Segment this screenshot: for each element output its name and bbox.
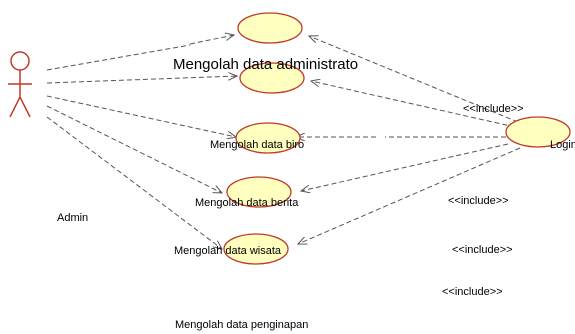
include-dependencies: [296, 36, 521, 244]
usecase-berita-ellipse[interactable]: [226, 176, 292, 208]
assoc-line-top-a: [46, 44, 191, 71]
usecase-top-ellipse[interactable]: [237, 12, 303, 44]
assoc-line-berita: [46, 105, 222, 193]
actor-leg-right: [19, 96, 31, 118]
assoc-line-wisata: [46, 116, 222, 249]
usecase-login-ellipse[interactable]: [505, 116, 571, 148]
admin-actor[interactable]: [8, 51, 32, 118]
usecase-administrator-ellipse[interactable]: [239, 62, 305, 94]
usecase-wisata-label: Mengolah data wisata: [174, 245, 282, 257]
actor-leg-left: [9, 96, 21, 118]
usecase-biro-ellipse[interactable]: [235, 122, 301, 154]
actor-head: [10, 51, 30, 71]
assoc-line-admin: [46, 76, 237, 84]
usecase-login-label: Login: [550, 139, 575, 151]
include-line-admin: [311, 81, 516, 128]
usecase-penginapan-label: Mengolah data penginapan: [175, 319, 308, 331]
usecase-administrator-label: Mengolah data administrato: [173, 56, 358, 73]
assoc-line-top-b: [189, 35, 234, 45]
include-stereotype-4: <<include>>: [442, 286, 503, 298]
include-stereotype-3: <<include>>: [452, 244, 513, 256]
include-line-berita: [301, 143, 509, 191]
associations: [46, 35, 237, 249]
include-stereotype-2: <<include>>: [448, 195, 509, 207]
include-stereotype-1: <<include>>: [463, 103, 524, 115]
include-line-top: [309, 36, 519, 123]
usecase-wisata-ellipse[interactable]: [223, 233, 289, 265]
assoc-line-biro: [46, 95, 236, 137]
usecase-biro-label: Mengolah data biro: [210, 139, 304, 151]
actor-name: Admin: [57, 212, 88, 224]
usecase-berita-label: Mengolah data berita: [195, 197, 299, 209]
include-line-wisata: [298, 147, 521, 244]
